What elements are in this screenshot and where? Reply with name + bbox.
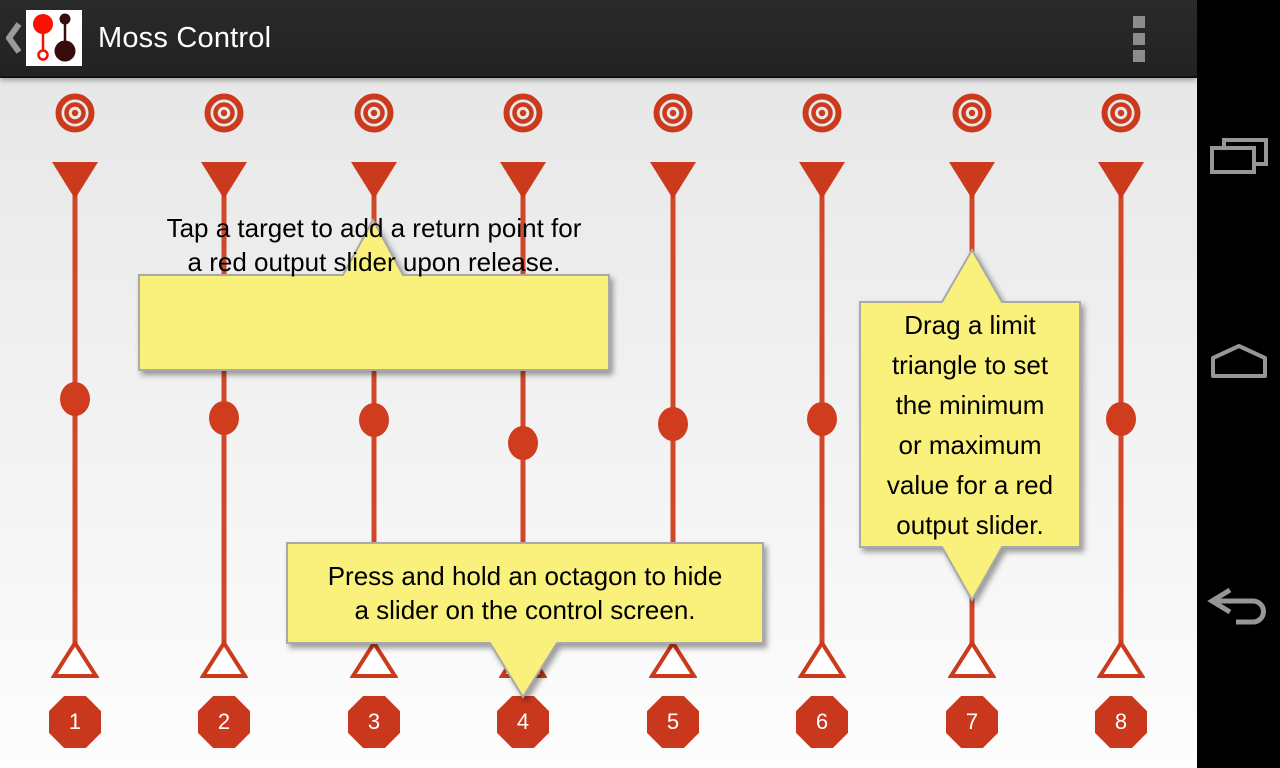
overflow-menu-icon[interactable] (1125, 11, 1153, 67)
action-bar: Moss Control (0, 0, 1197, 78)
slider-number-octagon[interactable]: 6 (796, 696, 848, 748)
target-icon[interactable] (1101, 93, 1141, 133)
slider-number-octagon[interactable]: 1 (49, 696, 101, 748)
back-chevron-icon[interactable] (3, 16, 25, 60)
tooltip-press-octagon (286, 542, 764, 699)
target-icon[interactable] (802, 93, 842, 133)
min-limit-triangle-icon[interactable] (350, 640, 398, 679)
slider-handle[interactable] (359, 403, 389, 437)
max-limit-triangle-icon[interactable] (201, 162, 247, 199)
max-limit-triangle-icon[interactable] (500, 162, 546, 199)
app-logo-icon[interactable] (26, 10, 82, 66)
slider-number-octagon[interactable]: 3 (348, 696, 400, 748)
max-limit-triangle-icon[interactable] (799, 162, 845, 199)
tooltip-drag-limit (859, 247, 1081, 603)
min-limit-triangle-icon[interactable] (1097, 640, 1145, 679)
home-icon[interactable] (1197, 325, 1280, 397)
slider-number-octagon[interactable]: 5 (647, 696, 699, 748)
help-overlay-screen: 1 2 3 (0, 78, 1197, 768)
back-icon[interactable] (1197, 571, 1280, 643)
slider-handle[interactable] (209, 401, 239, 435)
min-limit-triangle-icon[interactable] (948, 640, 996, 679)
target-icon[interactable] (354, 93, 394, 133)
recents-icon[interactable] (1197, 120, 1280, 192)
min-limit-triangle-icon[interactable] (200, 640, 248, 679)
slider-handle[interactable] (508, 426, 538, 460)
min-limit-triangle-icon[interactable] (649, 640, 697, 679)
target-icon[interactable] (503, 93, 543, 133)
max-limit-triangle-icon[interactable] (351, 162, 397, 199)
min-limit-triangle-icon[interactable] (798, 640, 846, 679)
system-navigation-bar (1197, 0, 1280, 768)
target-icon[interactable] (55, 93, 95, 133)
slider-handle[interactable] (60, 382, 90, 416)
target-icon[interactable] (952, 93, 992, 133)
slider-handle[interactable] (1106, 402, 1136, 436)
slider-number-octagon[interactable]: 7 (946, 696, 998, 748)
slider-handle[interactable] (807, 402, 837, 436)
slider-track[interactable] (520, 180, 526, 645)
max-limit-triangle-icon[interactable] (949, 162, 995, 199)
max-limit-triangle-icon[interactable] (52, 162, 98, 199)
max-limit-triangle-icon[interactable] (650, 162, 696, 199)
tooltip-tap-target (138, 217, 610, 371)
slider-number-octagon[interactable]: 4 (497, 696, 549, 748)
min-limit-triangle-icon[interactable] (51, 640, 99, 679)
page-title: Moss Control (98, 21, 272, 54)
target-icon[interactable] (204, 93, 244, 133)
target-icon[interactable] (653, 93, 693, 133)
slider-number-octagon[interactable]: 8 (1095, 696, 1147, 748)
slider-number-octagon[interactable]: 2 (198, 696, 250, 748)
slider-handle[interactable] (658, 407, 688, 441)
slider-area: 1 2 3 (0, 78, 1197, 768)
max-limit-triangle-icon[interactable] (1098, 162, 1144, 199)
